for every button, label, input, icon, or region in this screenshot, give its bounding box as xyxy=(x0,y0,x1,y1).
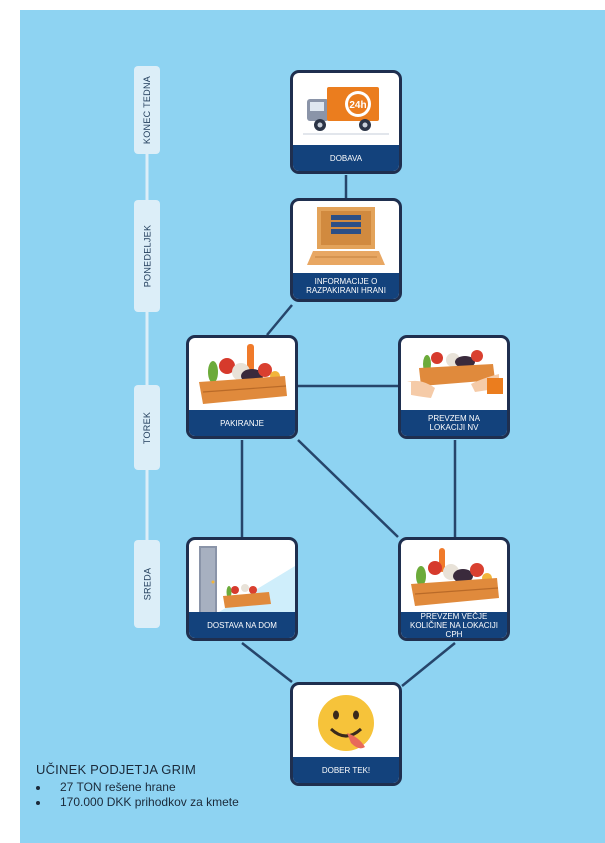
node-dostava: DOSTAVA NA DOM xyxy=(186,537,298,641)
node-informacije: INFORMACIJE O RAZPAKIRANI HRANI xyxy=(290,198,402,302)
list-item: 27 TON rešene hrane xyxy=(50,780,239,795)
connector-informacije-pakiranje xyxy=(266,304,293,336)
vegetable-crate-icon xyxy=(411,548,499,606)
node-label: PREVZEM VEČJE KOLIČINE NA LOKACIJI CPH xyxy=(401,612,507,638)
impact-title: UČINEK PODJETJA GRIM xyxy=(36,762,197,777)
list-item: 170.000 DKK prihodkov za kmete xyxy=(50,795,239,810)
svg-text:24h: 24h xyxy=(349,100,366,111)
node-label: DOSTAVA NA DOM xyxy=(189,612,295,638)
timeline-day-torek: TOREK xyxy=(134,385,160,470)
connector-pakiranje-prevzem-cph xyxy=(297,439,399,538)
hands-vegetable-crate-icon xyxy=(403,350,503,398)
node-label: DOBER TEK! xyxy=(293,757,399,783)
delivery-truck-24h-icon: 24h xyxy=(303,87,389,135)
timeline-day-sreda: SREDA xyxy=(134,540,160,628)
open-box-info-icon xyxy=(307,207,385,265)
node-prevzem-cph: PREVZEM VEČJE KOLIČINE NA LOKACIJI CPH xyxy=(398,537,510,641)
yummy-face-emoji-icon xyxy=(318,695,374,751)
vegetable-crate-icon xyxy=(199,344,287,404)
door-vegetable-crate-icon xyxy=(199,546,295,612)
impact-summary: UČINEK PODJETJA GRIM 27 TON rešene hrane… xyxy=(36,762,239,810)
timeline-day-ponedeljek: PONEDELJEK xyxy=(134,200,160,312)
node-dober-tek: DOBER TEK! xyxy=(290,682,402,786)
connector-prevzem-cph-dober-tek xyxy=(401,642,456,687)
connector-dostava-dober-tek xyxy=(241,642,293,683)
timeline-day-konec-tedna: KONEC TEDNA xyxy=(134,66,160,154)
node-label: INFORMACIJE O RAZPAKIRANI HRANI xyxy=(293,273,399,299)
node-label: PREVZEM NA LOKACIJI NV xyxy=(401,410,507,436)
node-label: PAKIRANJE xyxy=(189,410,295,436)
node-pakiranje: PAKIRANJE xyxy=(186,335,298,439)
node-dobava: 24h DOBAVA xyxy=(290,70,402,174)
node-label: DOBAVA xyxy=(293,145,399,171)
impact-list: 27 TON rešene hrane 170.000 DKK prihodko… xyxy=(36,780,239,810)
node-prevzem-nv: PREVZEM NA LOKACIJI NV xyxy=(398,335,510,439)
